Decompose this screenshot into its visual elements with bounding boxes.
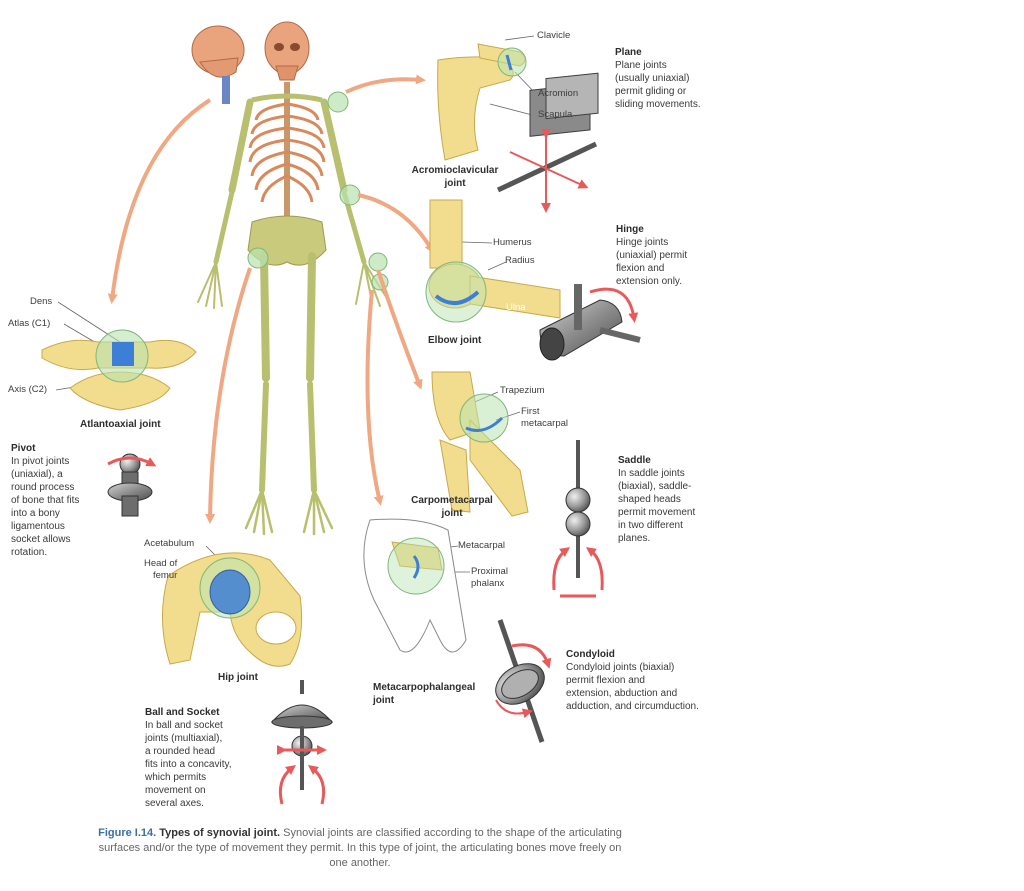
- front-skull: [264, 21, 310, 81]
- description-pivot: Pivot In pivot joints (uniaxial), a roun…: [11, 442, 79, 559]
- label-dens: Dens: [30, 296, 53, 307]
- atlantoaxial-joint-drawing: [41, 329, 197, 411]
- label-humerus: Humerus: [493, 237, 532, 248]
- legs: [244, 252, 334, 536]
- metacarpophalangeal-joint-drawing: [363, 518, 467, 653]
- figure-caption-text: Synovial joints are classified according…: [98, 827, 622, 869]
- description-saddle-title: Saddle: [618, 455, 651, 466]
- acromioclavicular-joint-drawing: [437, 43, 527, 161]
- description-condyloid: Condyloid Condyloid joints (biaxial) per…: [566, 648, 699, 713]
- label-ulna: Ulna: [506, 302, 526, 313]
- description-hinge-title: Hinge: [616, 224, 644, 235]
- label-head-of-femur: Head of femur: [144, 558, 178, 581]
- description-ball-and-socket: Ball and Socket In ball and socket joint…: [145, 706, 232, 810]
- joint-name-hip: Hip joint: [218, 672, 258, 683]
- pointer-arrows: [107, 74, 435, 524]
- description-ball-socket-title: Ball and Socket: [145, 707, 220, 718]
- description-ball-socket-body: In ball and socket joints (multiaxial), …: [145, 720, 232, 809]
- figure-title: Types of synovial joint.: [159, 827, 281, 839]
- description-pivot-title: Pivot: [11, 443, 36, 454]
- description-saddle: Saddle In saddle joints (biaxial), saddl…: [618, 454, 695, 545]
- label-proximal-phalanx: Proximal phalanx: [471, 566, 508, 589]
- skeleton-figure: [191, 21, 389, 536]
- hinge-joint-model: [539, 284, 641, 361]
- rib-cage: [248, 102, 326, 203]
- elbow-joint-drawing: [425, 199, 561, 323]
- label-acetabulum: Acetabulum: [144, 538, 195, 549]
- description-saddle-body: In saddle joints (biaxial), saddle- shap…: [618, 468, 696, 544]
- description-plane-title: Plane: [615, 47, 642, 58]
- hip-joint-drawing: [162, 552, 303, 667]
- label-acromion: Acromion: [538, 88, 579, 99]
- label-clavicle: Clavicle: [537, 30, 571, 41]
- label-atlas: Atlas (C1): [8, 318, 51, 329]
- joint-name-elbow: Elbow joint: [428, 335, 482, 346]
- label-trapezium: Trapezium: [500, 385, 545, 396]
- figure-number: Figure I.14.: [98, 827, 157, 839]
- joint-name-atlantoaxial: Atlantoaxial joint: [80, 419, 161, 430]
- arms: [197, 98, 389, 309]
- description-pivot-body: In pivot joints (uniaxial), a round proc…: [11, 456, 80, 558]
- joint-name-carpometacarpal: Carpometacarpal joint: [411, 495, 493, 519]
- joint-name-metacarpophalangeal: Metacarpophalangeal joint: [373, 682, 476, 706]
- plane-joint-model: [496, 72, 599, 213]
- label-axis: Axis (C2): [8, 384, 48, 395]
- label-scapula: Scapula: [538, 109, 573, 120]
- description-plane: Plane Plane joints (usually uniaxial) pe…: [615, 46, 701, 111]
- label-first-metacarpal: First metacarpal: [521, 406, 568, 429]
- figure-caption: Figure I.14. Types of synovial joint. Sy…: [90, 826, 630, 871]
- description-condyloid-title: Condyloid: [566, 649, 615, 660]
- description-hinge: Hinge Hinge joints (uniaxial) permit fle…: [616, 223, 687, 288]
- joint-name-acromioclavicular: Acromioclavicular joint: [411, 165, 499, 189]
- description-condyloid-body: Condyloid joints (biaxial) permit flexio…: [566, 662, 699, 712]
- condyloid-model: [495, 619, 552, 743]
- description-hinge-body: Hinge joints (uniaxial) permit flexion a…: [616, 237, 688, 287]
- lateral-skull: [191, 25, 245, 104]
- pivot-joint-model: [107, 453, 157, 517]
- label-radius: Radius: [505, 255, 535, 266]
- description-plane-body: Plane joints (usually uniaxial) permit g…: [615, 60, 701, 110]
- carpometacarpal-joint-drawing: [431, 371, 529, 517]
- ball-socket-model: [270, 680, 334, 805]
- saddle-joint-model: [552, 440, 604, 598]
- label-metacarpal: Metacarpal: [458, 540, 505, 551]
